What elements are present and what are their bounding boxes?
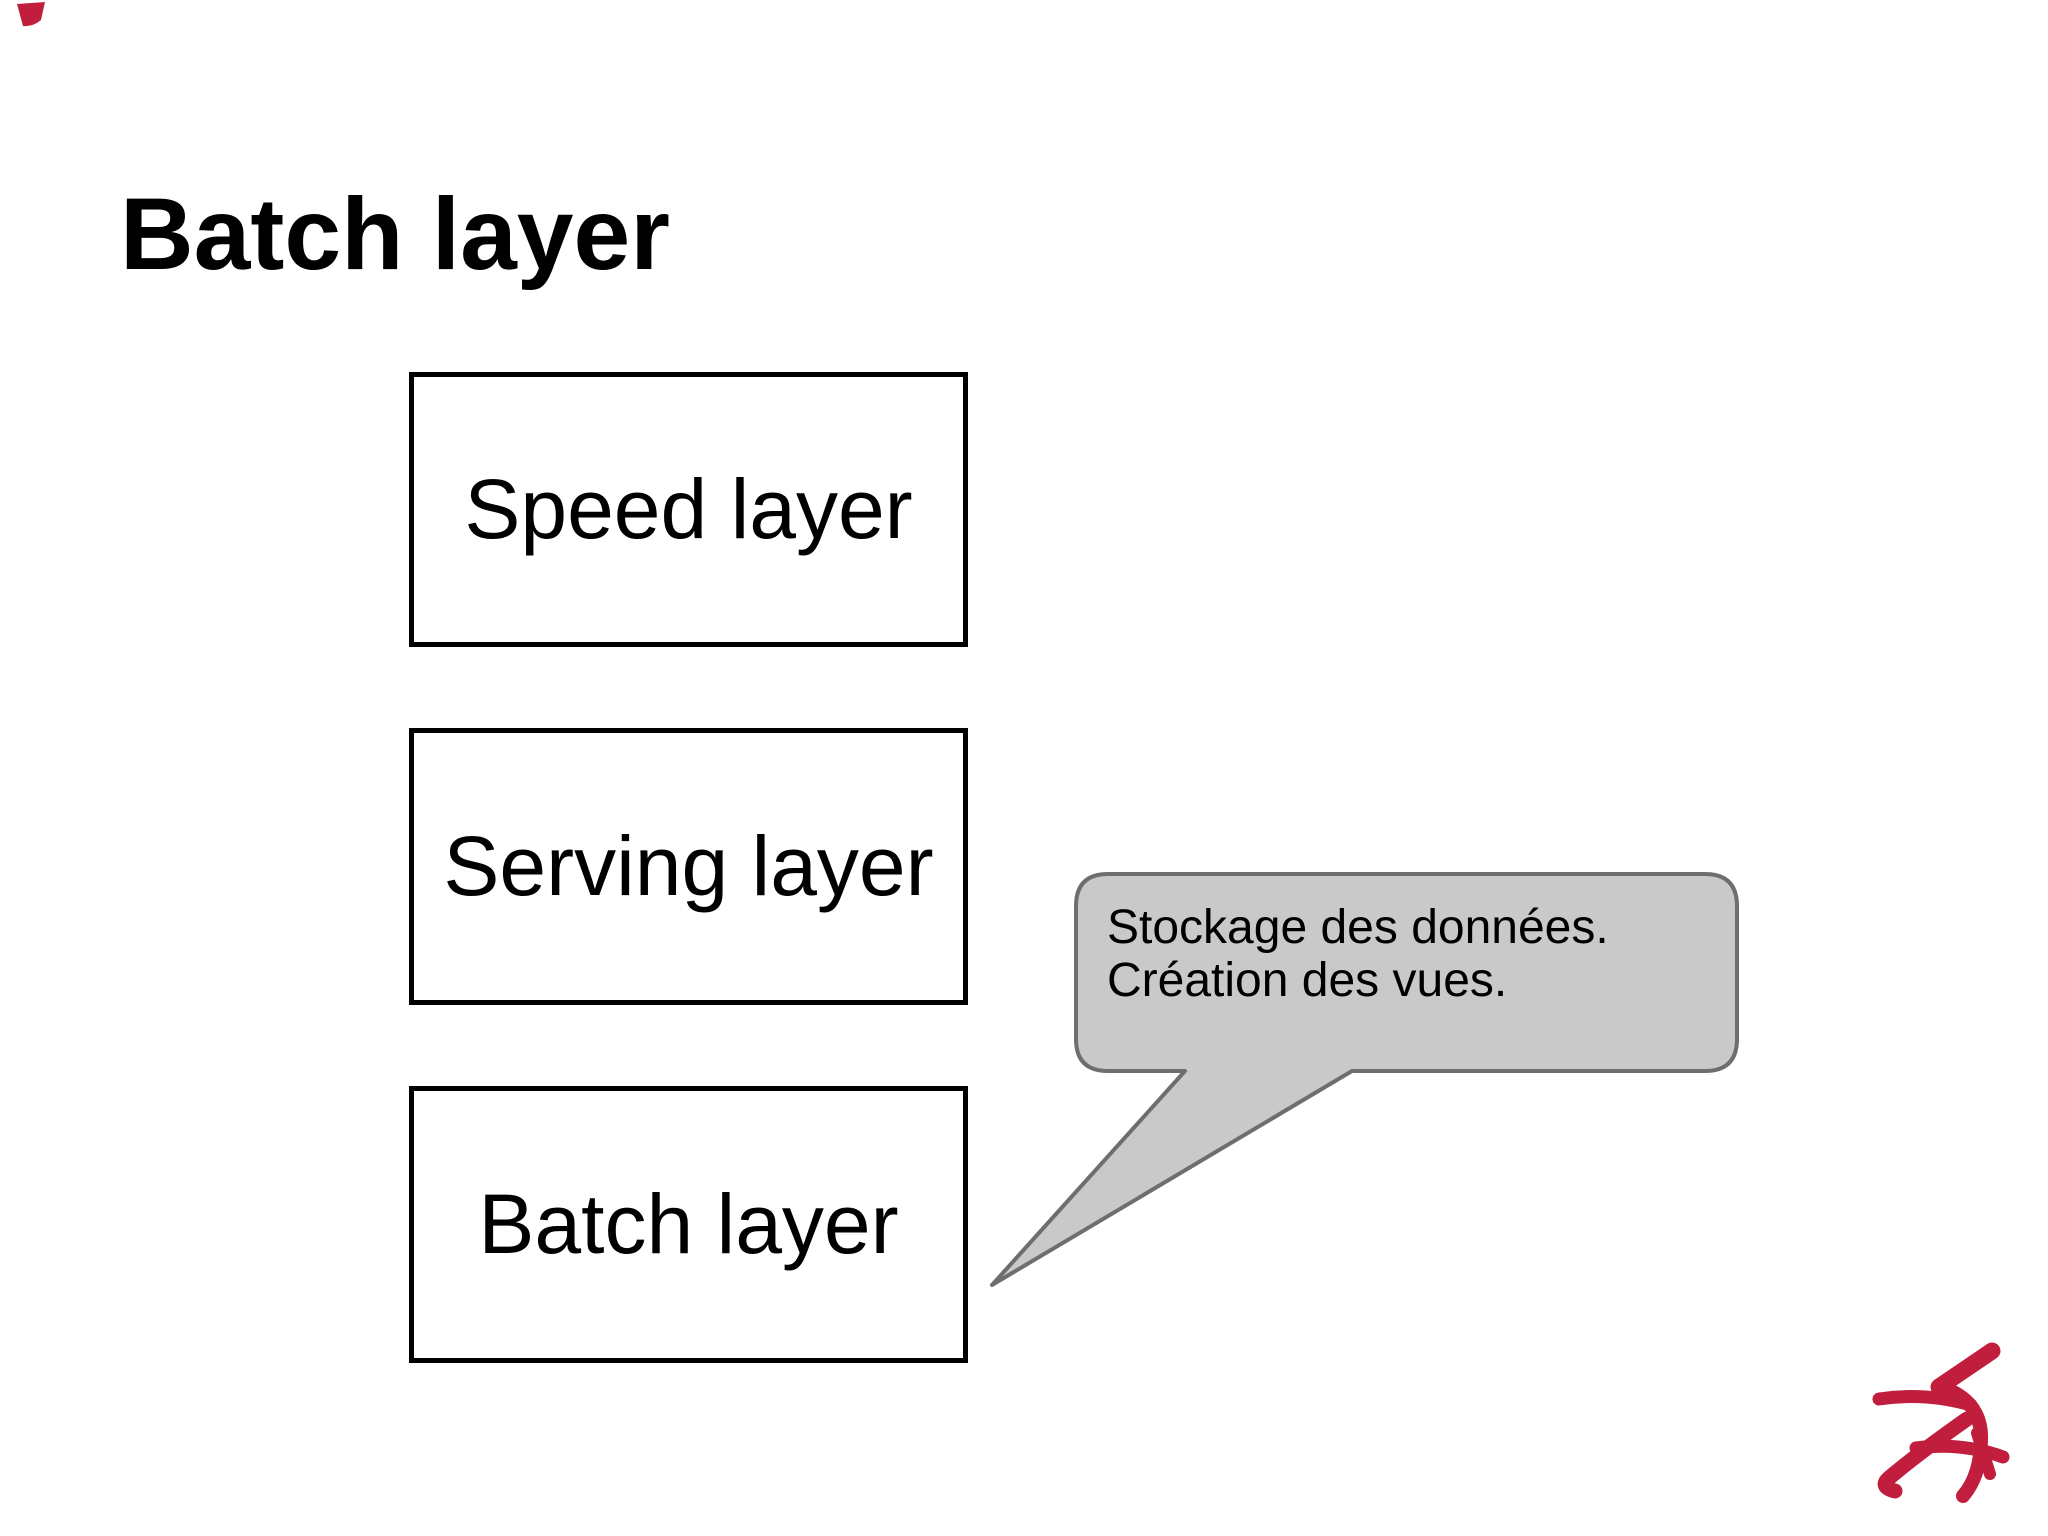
box-speed-layer-label: Speed layer [464, 462, 913, 556]
logo-signature-icon [1872, 1342, 2010, 1503]
box-serving-layer-label: Serving layer [443, 819, 934, 913]
callout-text-line2: Création des vues. [1107, 954, 1508, 1007]
box-speed-layer: Speed layer [409, 372, 968, 647]
callout-text-line1: Stockage des données. [1107, 901, 1609, 954]
box-serving-layer: Serving layer [409, 728, 968, 1005]
callout-text: Stockage des données. Création des vues. [1107, 901, 1609, 1007]
box-batch-layer-label: Batch layer [478, 1177, 899, 1271]
box-batch-layer: Batch layer [409, 1086, 968, 1363]
slide-title: Batch layer [120, 177, 670, 291]
corner-brush-mark [17, 2, 45, 27]
